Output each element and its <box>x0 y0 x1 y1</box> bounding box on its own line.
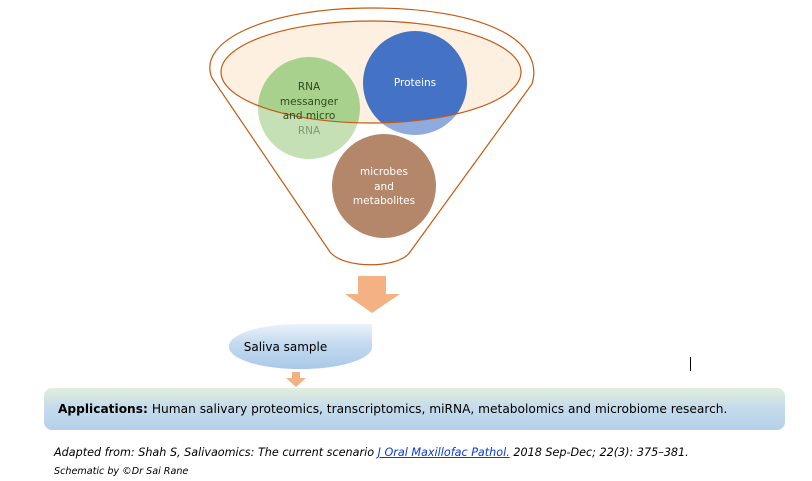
applications-box: Applications: Human salivary proteomics,… <box>44 388 785 430</box>
down-arrow-large <box>345 276 400 313</box>
proteins-label: Proteins <box>394 77 436 89</box>
rna-label: RNA messanger and micro RNA <box>280 81 339 137</box>
citation-prefix: Adapted from: Shah S, Salivaomics: The c… <box>54 446 378 459</box>
applications-text: Human salivary proteomics, transcriptomi… <box>151 402 728 416</box>
microbes-label: microbes and metabolites <box>353 166 415 207</box>
microbes-circle <box>332 134 436 238</box>
rna-label-line: messanger <box>280 96 339 108</box>
citation: Adapted from: Shah S, Salivaomics: The c… <box>54 444 734 481</box>
microbes-label-line: and <box>374 181 394 193</box>
rna-label-line: RNA <box>298 125 321 137</box>
journal-link[interactable]: J Oral Maxillofac Pathol. <box>377 446 510 459</box>
rna-label-line: RNA <box>298 81 321 93</box>
microbes-label-line: metabolites <box>353 195 415 207</box>
saliva-sample-label: Saliva sample <box>243 339 328 354</box>
applications-label: Applications: <box>58 402 148 416</box>
schematic-credit: Schematic by ©Dr Sai Rane <box>54 466 189 477</box>
down-arrow-small <box>286 372 306 387</box>
saliva-sample-shape: Saliva sample <box>229 324 372 369</box>
citation-suffix: 2018 Sep-Dec; 22(3): 375–381. <box>509 446 689 459</box>
microbes-label-line: microbes <box>360 166 408 178</box>
rna-label-line: and micro <box>283 110 336 122</box>
text-cursor <box>690 357 691 371</box>
